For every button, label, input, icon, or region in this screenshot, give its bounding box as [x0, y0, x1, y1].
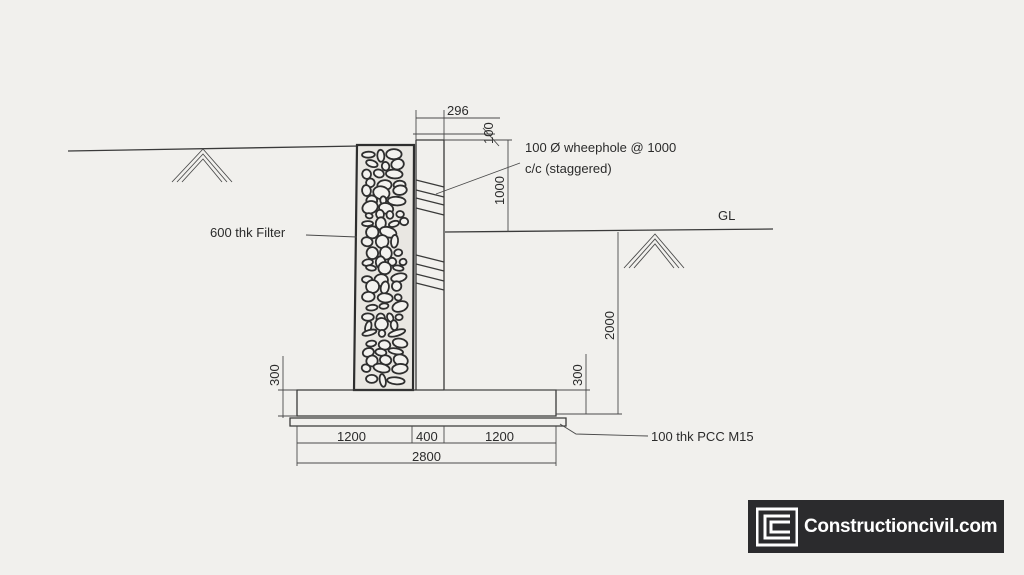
filter-stone: [388, 219, 400, 228]
filter-stone: [361, 312, 375, 322]
ground-symbol-right: [623, 233, 685, 269]
cc-logo-icon: [755, 507, 799, 547]
filter-stone: [360, 236, 374, 248]
filter-stone: [393, 293, 403, 302]
filter-stone: [365, 264, 377, 272]
front-ground-line: [444, 228, 774, 233]
filter-stone: [392, 184, 408, 196]
dim-top-small-label: 100: [481, 122, 496, 144]
dim-top-width: 296: [413, 103, 500, 140]
backfill-ground-line: [67, 145, 361, 152]
dim-top-small: 100: [481, 122, 500, 147]
filter-stone: [365, 339, 378, 348]
dim-stem-label: 400: [416, 429, 438, 444]
filter-stone: [390, 234, 399, 249]
ground-symbol-left: [171, 148, 233, 183]
filter-stone: [394, 313, 404, 322]
pcc-note: 100 thk PCC M15: [651, 429, 754, 444]
filter-stone: [377, 261, 392, 276]
filter-stone: [378, 302, 390, 310]
filter-stone: [376, 148, 386, 163]
ground-level-label: GL: [718, 208, 735, 223]
filter-stone: [395, 210, 405, 219]
dim-stem-upper-label: 1000: [492, 176, 507, 205]
site-logo: Constructioncivil.com: [748, 500, 1004, 553]
weephole-note-line2: c/c (staggered): [525, 161, 612, 176]
filter-stone: [387, 347, 404, 356]
dim-base-left: 300: [267, 356, 297, 418]
filter-stone: [385, 148, 403, 161]
filter-stone: [361, 328, 378, 337]
filter-stone: [361, 290, 376, 303]
dim-retained: 2000: [556, 232, 622, 415]
logo-text: Constructioncivil.com: [804, 515, 998, 537]
filter-stone: [374, 234, 390, 249]
filter-stone: [372, 168, 385, 179]
dim-bottom-chain: 1200 400 1200 2800: [296, 426, 557, 466]
filter-stone: [391, 337, 409, 349]
filter-stone: [391, 300, 409, 313]
filter-stone: [380, 161, 391, 172]
filter-rubble: [352, 143, 416, 392]
dim-heel-label: 1200: [337, 429, 366, 444]
filter-stone: [391, 280, 403, 292]
filter-stone: [361, 150, 376, 159]
filter-stone: [392, 264, 405, 272]
filter-stone: [377, 328, 387, 338]
dim-toe-label: 1200: [485, 429, 514, 444]
filter-stone: [361, 200, 379, 215]
filter-stone: [374, 347, 388, 357]
weephole-leader: [435, 162, 521, 195]
filter-stone: [365, 373, 379, 384]
filter-stone: [378, 373, 387, 388]
filter-note: 600 thk Filter: [210, 225, 286, 240]
filter-stone: [399, 216, 410, 227]
filter-stone: [387, 328, 407, 338]
dim-base-right-label: 300: [570, 364, 585, 386]
filter-stone: [385, 210, 395, 220]
base-slab: [296, 389, 557, 417]
dim-top-width-label: 296: [447, 103, 469, 118]
filter-stone: [361, 184, 372, 197]
weephole-note-line1: 100 Ø wheephole @ 1000: [525, 140, 676, 155]
filter-stone: [390, 158, 405, 171]
filter-stone: [391, 363, 409, 375]
filter-stone: [365, 303, 379, 312]
pcc-leader: [559, 423, 649, 437]
filter-stone: [398, 257, 408, 267]
dim-retained-label: 2000: [602, 311, 617, 340]
dim-base-left-label: 300: [267, 364, 282, 386]
dim-stem-upper: 1000: [444, 139, 512, 232]
filter-stone: [386, 376, 406, 386]
pcc-bed: [289, 417, 567, 427]
filter-stone: [393, 248, 404, 257]
weep-holes: [415, 179, 445, 291]
filter-leader: [305, 234, 358, 238]
filter-stone: [360, 363, 372, 373]
filter-stone: [386, 195, 407, 207]
filter-stone: [361, 220, 374, 228]
filter-stone: [376, 292, 394, 304]
filter-stone: [365, 159, 379, 169]
filter-stone: [372, 362, 391, 374]
filter-stone: [385, 168, 404, 180]
dim-base-right: 300: [444, 354, 590, 414]
filter-stone: [364, 212, 374, 220]
dim-total-label: 2800: [412, 449, 441, 464]
filter-stone: [365, 225, 380, 240]
filter-stone: [365, 246, 379, 260]
